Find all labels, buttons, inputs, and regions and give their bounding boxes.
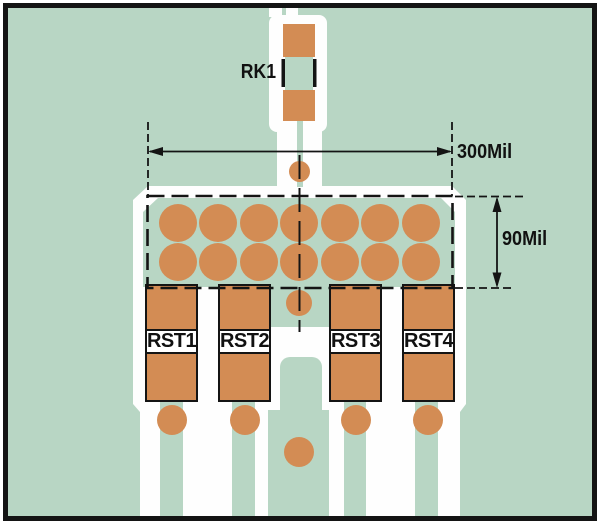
via-pad-r2c7 <box>401 243 440 281</box>
via-pad-r1c3 <box>239 204 278 242</box>
rst1-label: RST1 <box>146 330 197 352</box>
resistor-pad-3 <box>341 405 371 435</box>
via-pad-r1c7 <box>401 204 440 242</box>
dim-90mil-arrow-bottom <box>492 272 502 288</box>
rk1-end-bar-left <box>281 59 285 87</box>
rst1-label-band: RST1 <box>146 328 197 354</box>
dim-90mil-arrow-top <box>492 196 502 212</box>
dim-300mil-arrow-right <box>437 147 452 156</box>
resistor-rst4: RST4 <box>402 283 455 402</box>
via-pad-r2c1 <box>158 243 197 281</box>
via-pad-r2c5 <box>320 243 359 281</box>
rst3-label: RST3 <box>330 330 381 352</box>
via-pad-r1c5 <box>320 204 359 242</box>
resistor-rst1: RST1 <box>145 283 198 402</box>
resistor-pad-2 <box>229 405 260 435</box>
top-trace-right <box>286 8 298 17</box>
dim-90mil-label: 90Mil <box>502 227 548 250</box>
rk1-end-bar-right <box>313 59 317 87</box>
rk1-label: RK1 <box>240 61 276 83</box>
via-pad-r1c6 <box>361 204 399 242</box>
top-trace-left <box>269 8 282 17</box>
rk1-pad-top <box>283 24 315 57</box>
rk1-pad-bottom <box>283 90 315 121</box>
rst2-label-band: RST2 <box>219 328 270 354</box>
rst3-label-band: RST3 <box>330 328 381 354</box>
center-channel-mid <box>280 357 322 412</box>
frame-border <box>3 3 597 521</box>
via-pad-r2c6 <box>361 243 399 281</box>
resistor-rst2: RST2 <box>218 283 271 402</box>
rst4-label-band: RST4 <box>403 328 454 354</box>
bottom-center-pad <box>284 437 314 467</box>
rst4-label: RST4 <box>403 330 454 352</box>
via-pad-r2c2 <box>199 243 237 281</box>
rk1-body-gap <box>285 57 313 90</box>
via-pad-r1c1 <box>158 204 197 242</box>
via-pad-r1c2 <box>199 204 237 242</box>
dim-300mil-label: 300Mil <box>457 140 513 163</box>
rk1-neck-strip <box>297 121 303 187</box>
via-pad-r2c3 <box>239 243 278 281</box>
resistor-pad-4 <box>412 405 443 435</box>
resistor-pad-1 <box>156 405 187 435</box>
rst2-label: RST2 <box>219 330 270 352</box>
dim-300mil-arrow-left <box>148 147 163 156</box>
resistor-rst3: RST3 <box>329 283 382 402</box>
